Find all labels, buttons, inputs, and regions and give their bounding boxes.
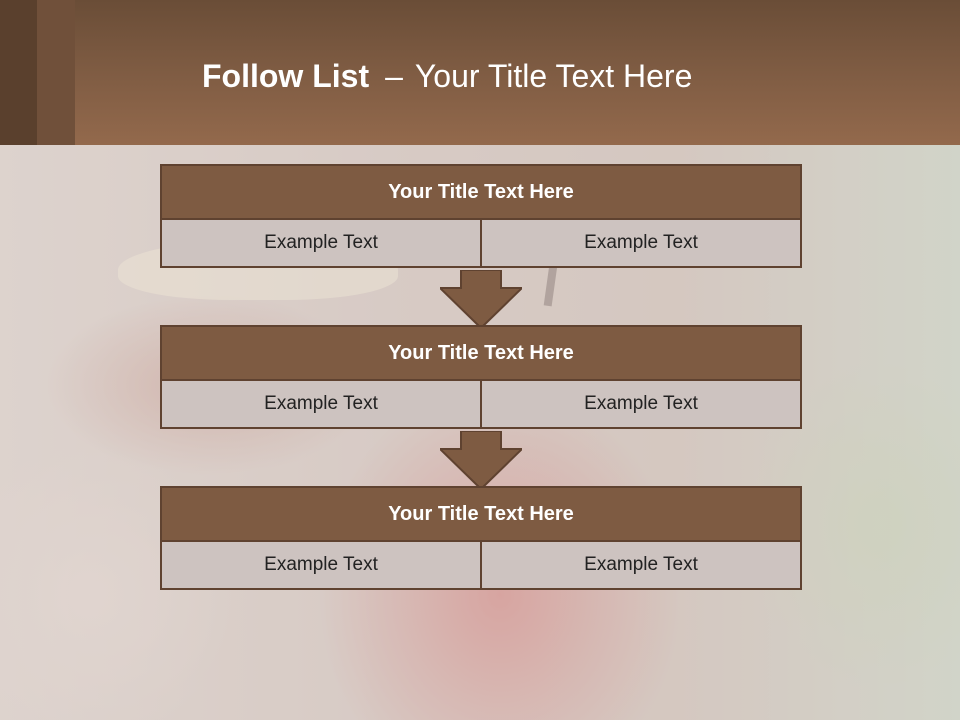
- down-arrow-icon: [440, 270, 522, 328]
- flow-block-cell-right[interactable]: Example Text: [480, 218, 802, 268]
- flow-block-3[interactable]: Your Title Text Here Example Text Exampl…: [160, 486, 802, 590]
- flow-block-cell-left[interactable]: Example Text: [160, 218, 482, 268]
- slide-title-bold: Follow List: [202, 58, 370, 94]
- slide-title-separator: –: [385, 58, 403, 94]
- flow-block-row: Example Text Example Text: [160, 218, 802, 268]
- header-band: Follow List–Your Title Text Here: [0, 0, 960, 145]
- flow-block-title[interactable]: Your Title Text Here: [160, 164, 802, 220]
- flow-block-title[interactable]: Your Title Text Here: [160, 325, 802, 381]
- slide-title[interactable]: Follow List–Your Title Text Here: [202, 54, 692, 98]
- flow-block-cell-right[interactable]: Example Text: [480, 540, 802, 590]
- flow-block-1[interactable]: Your Title Text Here Example Text Exampl…: [160, 164, 802, 268]
- flow-block-cell-left[interactable]: Example Text: [160, 379, 482, 429]
- header-accent-strip-dark: [0, 0, 37, 145]
- flow-block-2[interactable]: Your Title Text Here Example Text Exampl…: [160, 325, 802, 429]
- header-accent-strip-light: [37, 0, 75, 145]
- flow-block-cell-right[interactable]: Example Text: [480, 379, 802, 429]
- flow-block-cell-left[interactable]: Example Text: [160, 540, 482, 590]
- flow-block-row: Example Text Example Text: [160, 540, 802, 590]
- flow-block-title[interactable]: Your Title Text Here: [160, 486, 802, 542]
- down-arrow-icon: [440, 431, 522, 489]
- flow-block-row: Example Text Example Text: [160, 379, 802, 429]
- slide-title-rest: Your Title Text Here: [414, 58, 693, 94]
